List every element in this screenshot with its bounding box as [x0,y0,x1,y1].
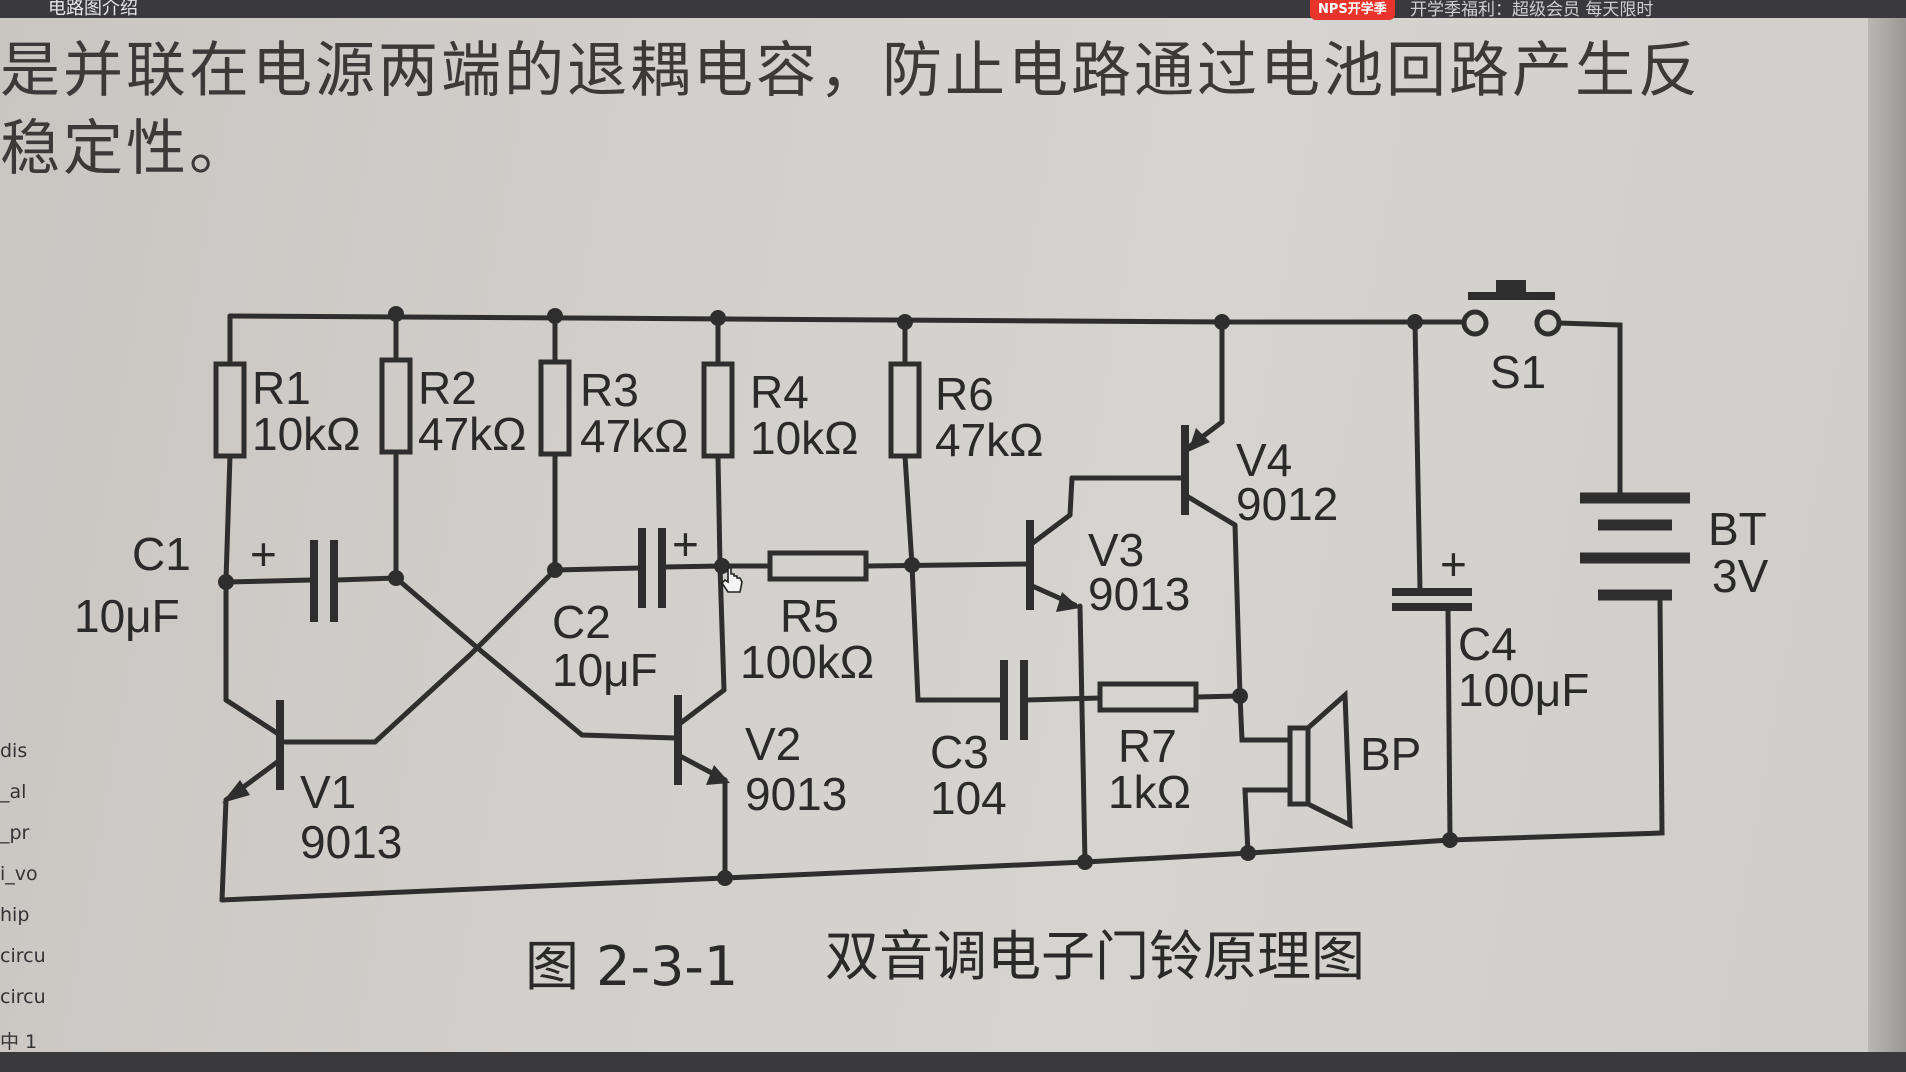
r5-value: 100kΩ [740,636,874,688]
left-strip-item[interactable]: circu [0,986,46,1008]
wire-c3-left [909,562,1003,703]
c4-value: 100μF [1458,664,1589,716]
c4-capacitor [1392,319,1472,843]
v3-transistor [1026,475,1088,865]
body-text-line-1: 是并联在电源两端的退耦电容，防止电路通过电池回路产生反 [0,36,1701,106]
wire-s1-bt [1556,320,1623,498]
r1-value: 10kΩ [252,408,361,460]
s1-label: S1 [1490,346,1546,398]
v1-transistor [219,577,284,903]
r5-label: R5 [780,590,839,642]
c2-value: 10μF [552,644,658,696]
figure-number: 图 2-3-1 [525,935,738,998]
r7-resistor [1097,681,1243,713]
v1-value: 9013 [300,816,402,868]
r3-value: 47kΩ [580,410,689,462]
wire-c3-r7 [1023,695,1103,703]
promo-marquee[interactable]: 开学季福利：超级会员 每天限时 [1410,0,1654,20]
r7-value: 1kΩ [1108,766,1191,818]
switch-s1 [1461,280,1562,337]
hand-cursor-icon [720,567,743,593]
cross-wire-b [282,567,558,745]
speaker-bp [1287,689,1353,830]
left-strip-item[interactable]: circu [0,945,46,967]
wire-bp-top [1237,693,1293,743]
v2-label: V2 [745,718,801,770]
r3-label: R3 [580,364,639,416]
r4-resistor [701,315,735,568]
v4-value: 9012 [1236,478,1338,530]
c1-value: 10μF [74,590,180,642]
promo-badge[interactable]: NPS开学季 [1310,0,1395,20]
r4-label: R4 [750,366,809,418]
left-strip-item[interactable]: 中 1 [0,1031,38,1053]
left-strip-item[interactable]: _al [0,781,27,803]
r1-resistor [213,313,247,583]
left-strip-item[interactable]: i_vo [0,863,38,885]
cross-wire-a [393,575,678,741]
r5-resistor [719,550,1033,582]
left-strip-item[interactable]: dis [0,740,28,762]
c2-plus-mark: + [672,518,699,570]
v4-label: V4 [1236,434,1292,486]
bottom-bezel [0,1052,1906,1072]
battery-bt [1580,492,1690,601]
c3-capacitor [1000,660,1028,740]
c4-label: C4 [1458,618,1517,670]
c3-label: C3 [930,726,989,778]
left-window-strip: dis _al _pr i_vo hip circu circu 中 1 [0,740,48,1053]
wire-bp-bottom [1242,787,1293,856]
top-title-bar: 电路图介绍 NPS开学季 开学季福利：超级会员 每天限时 [0,0,1906,20]
wire-bt-bottom [1447,597,1665,843]
r1-label: R1 [252,362,311,414]
c2-capacitor [552,528,725,608]
c1-label: C1 [132,528,191,580]
r6-value: 47kΩ [935,414,1044,466]
c4-plus-mark: + [1440,538,1467,590]
top-rail [227,313,1233,325]
r2-resistor [379,311,413,581]
bt-value: 3V [1712,550,1769,602]
body-text-line-2: 稳定性。 [0,114,252,184]
junction-dots [218,306,1458,886]
left-strip-item[interactable]: hip [0,904,30,926]
c2-label: C2 [552,596,611,648]
bp-label: BP [1360,728,1421,780]
r2-value: 47kΩ [418,408,527,460]
bottom-rail [219,837,1453,903]
r6-resistor [888,319,922,568]
left-strip-item[interactable]: _pr [0,822,30,844]
c1-plus-mark: + [250,528,277,580]
v2-transistor [674,563,730,881]
page-edge-shadow [1868,0,1906,1072]
v1-label: V1 [300,766,356,818]
bt-label: BT [1708,503,1767,555]
v3-label: V3 [1088,524,1144,576]
v4-transistor [1069,319,1243,699]
r4-value: 10kΩ [750,412,859,464]
r3-resistor [538,313,572,573]
window-title: 电路图介绍 [48,0,138,19]
v2-value: 9013 [745,768,847,820]
v3-value: 9013 [1088,568,1190,620]
r7-label: R7 [1118,720,1177,772]
figure-title: 双音调电子门铃原理图 [825,925,1365,988]
r2-label: R2 [418,362,477,414]
c3-value: 104 [930,772,1007,824]
c1-capacitor [223,540,399,622]
r6-label: R6 [935,368,994,420]
